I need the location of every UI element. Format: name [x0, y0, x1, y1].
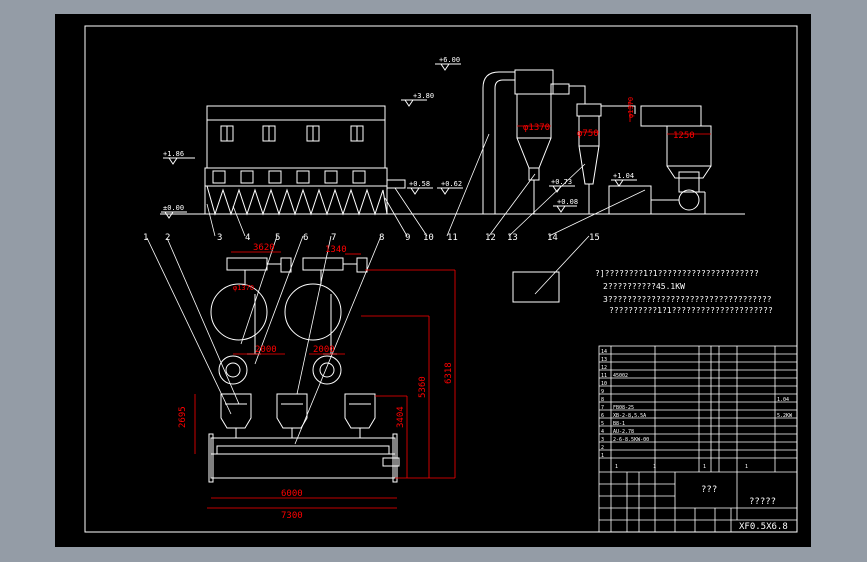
elev-008: +0.08: [557, 198, 578, 206]
elev-000: ±0.00: [163, 204, 184, 212]
cyclones-plan: [210, 257, 368, 385]
leader-3: 3: [217, 233, 222, 243]
exhaust-fan-elevation: [608, 105, 712, 215]
tb-code-e: AU-2.78: [613, 429, 634, 435]
note-2: 2??????????45.1KW: [603, 282, 685, 291]
tb-row-13: 13: [601, 357, 607, 363]
tb-row-7: 7: [601, 405, 604, 411]
dim-6000: 6000: [281, 489, 303, 499]
leader-1: 1: [143, 233, 148, 243]
dim-3620: 3620: [253, 243, 275, 253]
leader-5: 5: [275, 233, 280, 243]
note-4: ??????????1?1?????????????????????: [609, 306, 773, 315]
dim-3404: 3404: [396, 406, 406, 428]
tb-row-9: 9: [601, 389, 604, 395]
tb-amount-a: 1.04: [777, 397, 789, 403]
leader-11: 11: [447, 233, 458, 243]
tb-code-c: XB-2-8,5.5A: [613, 413, 646, 419]
title-block: [598, 345, 798, 533]
note-3: 3??????????????????????????????????: [603, 295, 772, 304]
leader-2: 2: [165, 233, 170, 243]
equipment-box: [512, 271, 560, 303]
dim-2000-a: 2000: [255, 345, 277, 355]
tb-qty-4: 1: [745, 464, 748, 470]
tb-row-12: 12: [601, 365, 607, 371]
tb-row-14: 14: [601, 349, 607, 355]
drawing-sheet: +6.00 +3.80 +1.86 ±0.00 +0.58 +0.62 +0.7…: [55, 14, 811, 547]
dim-phi-rot: φ1370: [627, 97, 635, 118]
elev-104: +1.04: [613, 172, 634, 180]
leader-15: 15: [589, 233, 600, 243]
dim-phi-plan: φ1370: [233, 284, 254, 292]
dimension-lines: [194, 100, 711, 509]
tb-qty-3: 1: [703, 464, 706, 470]
cad-drawing: +6.00 +3.80 +1.86 ±0.00 +0.58 +0.62 +0.7…: [84, 25, 798, 533]
elev-600: +6.00: [439, 56, 460, 64]
tb-row-10: 10: [601, 381, 607, 387]
elev-186: +1.86: [163, 150, 184, 158]
cyclone-1-elevation: [482, 69, 570, 214]
leader-14: 14: [547, 233, 558, 243]
tb-row-8: 8: [601, 397, 604, 403]
elev-073: +0.73: [551, 178, 572, 186]
leader-6: 6: [303, 233, 308, 243]
tb-row-3: 3: [601, 437, 604, 443]
elev-058: +0.58: [409, 180, 430, 188]
dim-1250: 1250: [673, 131, 695, 141]
cyclone-2-elevation: [569, 85, 636, 214]
dim-5360: 5360: [418, 376, 428, 398]
tb-row-4: 4: [601, 429, 604, 435]
dim-7300: 7300: [281, 511, 303, 521]
elev-062: +0.62: [441, 180, 462, 188]
dim-2000-b: 2000: [313, 345, 335, 355]
dim-phi1370: φ1370: [523, 123, 550, 133]
tb-qty-1: 1: [615, 464, 618, 470]
dust-hoppers: [220, 393, 376, 438]
dim-2695: 2695: [178, 406, 188, 428]
tb-code-b: FB08-25: [613, 405, 634, 411]
tb-row-11: 11: [601, 373, 607, 379]
leader-10: 10: [423, 233, 434, 243]
tb-row-1: 1: [601, 453, 604, 459]
fluid-bed-plan: [208, 433, 400, 483]
tb-row-6: 6: [601, 413, 604, 419]
tb-code-f: 2-6-8.5KW-00: [613, 437, 649, 443]
leader-12: 12: [485, 233, 496, 243]
tb-amount-b: 5.2KW: [777, 413, 793, 419]
tb-row-5: 5: [601, 421, 604, 427]
leader-13: 13: [507, 233, 518, 243]
tb-title-a: ???: [701, 485, 717, 495]
leader-4: 4: [245, 233, 250, 243]
tb-code-d: B8-1: [613, 421, 625, 427]
tb-drawing-no: XF0.5X6.8: [739, 522, 788, 532]
elev-380: +3.80: [413, 92, 434, 100]
leader-8: 8: [379, 233, 384, 243]
tb-qty-2: 1: [653, 464, 656, 470]
tb-code-a: 45002: [613, 373, 628, 379]
fluid-bed-dryer-elevation: [204, 105, 406, 216]
note-1: ?]????????1?1?????????????????????: [595, 269, 759, 278]
tb-row-2: 2: [601, 445, 604, 451]
tb-title-b: ?????: [749, 497, 776, 507]
dim-1340: 1340: [325, 245, 347, 255]
leader-7: 7: [331, 233, 336, 243]
dim-6318: 6318: [444, 362, 454, 384]
dim-phi750: φ750: [577, 129, 599, 139]
drawing-border: [84, 25, 798, 533]
leader-9: 9: [405, 233, 410, 243]
leader-lines: [146, 133, 646, 445]
